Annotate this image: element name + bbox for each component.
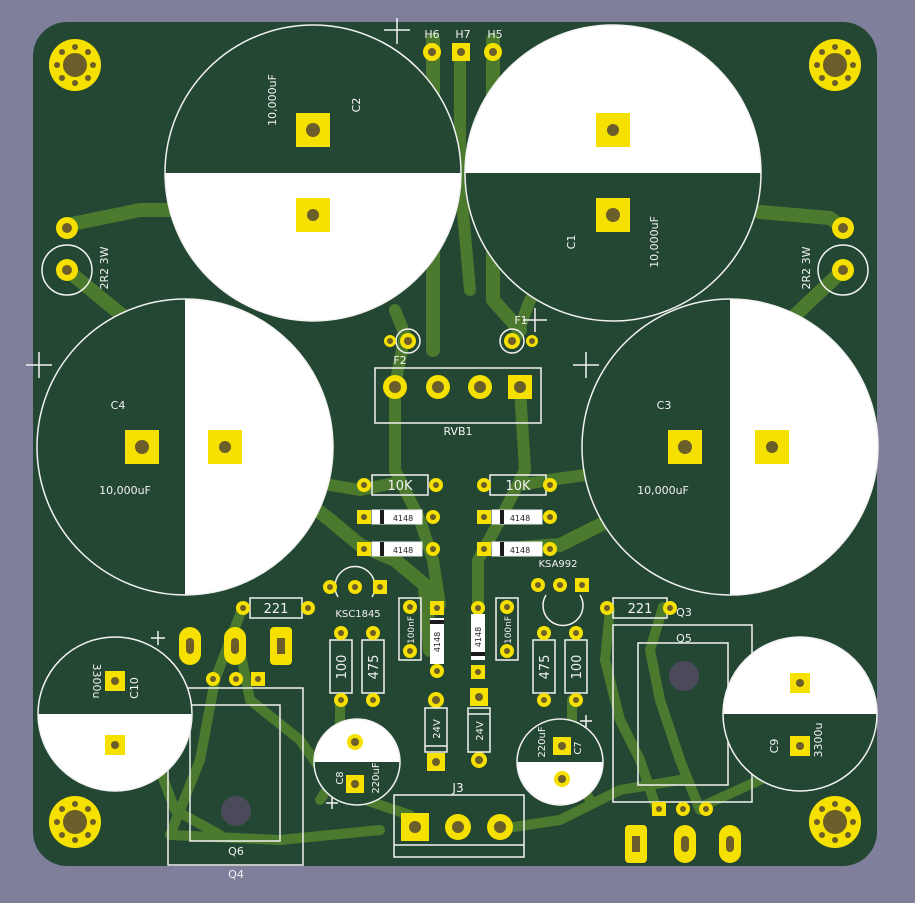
capacitor-c7: 220uF C7	[516, 715, 604, 806]
j3-label: J3	[451, 781, 463, 795]
diode-4148-e: 4148	[430, 601, 444, 678]
ksa992-label: KSA992	[538, 559, 577, 570]
mounting-hole-bottom-right	[809, 796, 861, 848]
header-h6: H6	[423, 28, 441, 61]
resistor-221-left: 221	[236, 597, 315, 619]
resistor-100-left: 100	[329, 626, 353, 707]
c8-value: 220uF	[371, 762, 382, 793]
diode-4148-d: 4148	[477, 541, 557, 557]
q3-label: Q3	[676, 606, 692, 619]
ksc1845-label: KSC1845	[335, 609, 380, 620]
r10k-right-label: 10K	[505, 479, 531, 494]
r221-left-label: 221	[264, 602, 289, 617]
d4148-c-label: 4148	[510, 514, 530, 523]
fiducial-marks	[26, 18, 599, 378]
resistor-2r2-right: 2R2 3W	[800, 217, 869, 296]
mounting-hole-bottom-left	[49, 796, 101, 848]
d4148-b-label: 4148	[393, 546, 413, 555]
c2-label: C2	[350, 98, 363, 113]
header-h5: H5	[484, 28, 503, 61]
resistor-100-right: 100	[564, 626, 588, 707]
fuse-f1: F1	[499, 314, 538, 354]
h6-label: H6	[424, 28, 439, 41]
resistor-221-right: 221	[600, 597, 677, 619]
c4-value: 10,000uF	[99, 484, 151, 497]
diode-4148-c: 4148	[477, 509, 557, 525]
capacitor-c4: C4 10,000uF	[36, 298, 334, 596]
r100-right-label: 100	[570, 655, 585, 680]
c9-value: 3300u	[812, 723, 825, 758]
transistor-ksc1845: KSC1845	[323, 565, 387, 620]
c3-value: 10,000uF	[637, 484, 689, 497]
capacitor-c1: C1 10,000uF	[464, 24, 762, 322]
mounting-holes	[49, 39, 861, 848]
connector-j3: J3	[393, 781, 525, 858]
diode-4148-f: 4148	[471, 601, 485, 679]
r10k-left-label: 10K	[387, 479, 413, 494]
capacitor-100nf-right: 100nF	[495, 597, 519, 661]
resistor-10k-left: 10K	[357, 474, 443, 496]
header-h7: H7	[452, 28, 471, 61]
mounting-hole-top-left	[49, 39, 101, 91]
r221-right-label: 221	[628, 602, 653, 617]
q4-label: Q4	[228, 868, 244, 881]
capacitor-c8: C8 220uF	[313, 718, 401, 809]
zener-24v-left: 24V	[424, 692, 448, 771]
fuse-f2: F2	[384, 328, 421, 367]
r475-left-label: 475	[367, 655, 382, 680]
d4148-d-label: 4148	[510, 546, 530, 555]
resistor-2r2-left: 2R2 3W	[41, 217, 111, 296]
c10-label: C10	[128, 677, 141, 699]
c7-value: 220uF	[537, 726, 548, 757]
capacitor-c10: 3300u C10	[37, 631, 193, 792]
c3-label: C3	[657, 399, 672, 412]
c2-value: 10,000uF	[266, 74, 279, 126]
d4148-a-label: 4148	[393, 514, 413, 523]
f2-label: F2	[393, 354, 406, 367]
c1-label: C1	[565, 235, 578, 250]
c4-label: C4	[111, 399, 126, 412]
cap100n-right-label: 100nF	[504, 616, 514, 644]
capacitor-c3: C3 10,000uF	[581, 298, 879, 596]
r-left-label: 2R2 3W	[98, 246, 111, 289]
resistor-10k-right: 10K	[477, 474, 557, 496]
c7-label: C7	[573, 741, 584, 754]
h5-label: H5	[487, 28, 502, 41]
capacitor-c2: 10,000uF C2	[164, 24, 462, 322]
bridge-rectifier-rvb1: RVB1	[374, 367, 542, 438]
z24-right-label: 24V	[475, 721, 486, 741]
diode-4148-b: 4148	[357, 541, 440, 557]
r-right-label: 2R2 3W	[800, 246, 813, 289]
capacitor-c9: C9 3300u	[722, 636, 878, 792]
c10-value: 3300u	[90, 664, 103, 699]
resistor-475-right: 475	[532, 626, 556, 707]
diode-4148-a: 4148	[357, 509, 440, 525]
f1-label: F1	[514, 314, 527, 327]
z24-left-label: 24V	[432, 719, 443, 739]
rvb1-label: RVB1	[443, 425, 472, 438]
mounting-hole-top-right	[809, 39, 861, 91]
q5-label: Q5	[676, 632, 692, 645]
d4148-f-label: 4148	[474, 627, 483, 647]
q6-label: Q6	[228, 845, 244, 858]
d4148-e-label: 4148	[433, 632, 442, 652]
h7-label: H7	[455, 28, 470, 41]
c1-value: 10,000uF	[648, 216, 661, 268]
transistor-q6-q4: Q6 Q4	[167, 627, 304, 881]
transistor-ksa992: KSA992	[531, 559, 589, 627]
c9-label: C9	[768, 739, 781, 754]
resistor-475-left: 475	[361, 626, 385, 707]
capacitor-100nf-left: 100nF	[398, 597, 422, 661]
r475-right-label: 475	[538, 655, 553, 680]
zener-24v-right: 24V	[467, 688, 491, 768]
cap100n-left-label: 100nF	[407, 616, 417, 644]
r100-left-label: 100	[335, 655, 350, 680]
c8-label: C8	[335, 771, 346, 784]
